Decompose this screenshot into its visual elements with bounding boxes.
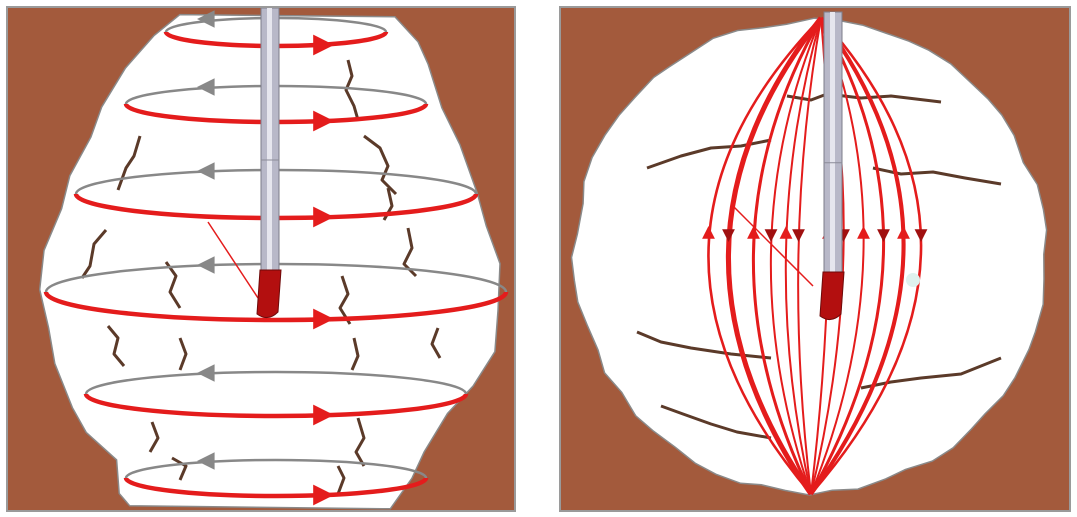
borehole-tool: [257, 8, 281, 318]
tool-tip: [820, 272, 844, 320]
borehole-tool: [820, 12, 844, 320]
horizontal-rings-diagram: [8, 8, 514, 510]
tool-shaft-highlight: [267, 8, 272, 270]
tool-tip: [257, 270, 281, 318]
right-panel-meridian-lines: [559, 6, 1071, 512]
left-panel-horizontal-rings: [6, 6, 516, 512]
highlight-spot: [906, 273, 920, 287]
meridian-lines-diagram: [561, 8, 1069, 510]
tool-shaft-highlight: [830, 12, 835, 272]
